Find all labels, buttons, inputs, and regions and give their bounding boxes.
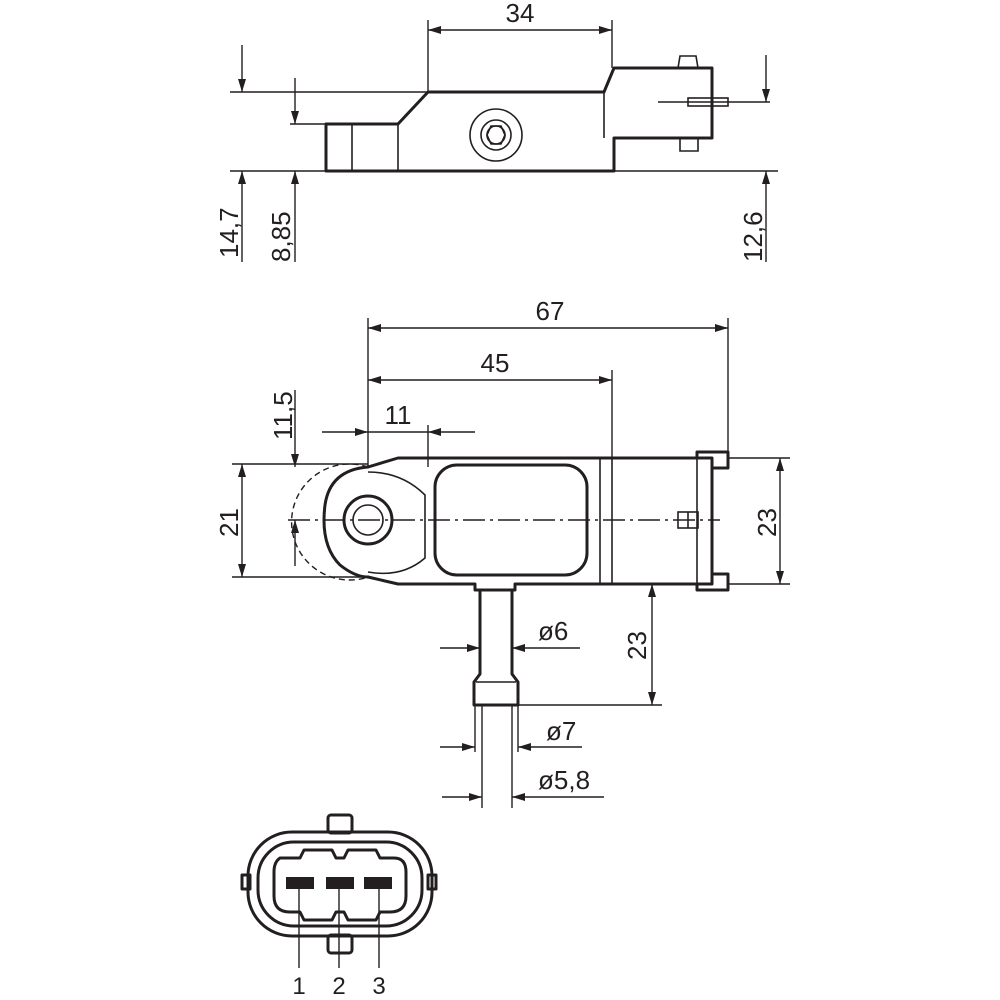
dim-45-label: 45 xyxy=(481,348,510,378)
dim-67-label: 67 xyxy=(536,296,565,326)
dim-21-label: 21 xyxy=(214,508,244,537)
dim-34-label: 34 xyxy=(506,0,535,28)
connector-face: 1 2 3 xyxy=(240,813,438,1000)
top-view: 67 45 11 11,5 21 23 xyxy=(214,296,790,808)
dim-11-label: 11 xyxy=(385,400,412,430)
pin-2-label: 2 xyxy=(332,973,345,1000)
pin-2-contact xyxy=(326,877,354,889)
dim-23-right-label: 23 xyxy=(752,508,782,537)
dim-12-6-label: 12,6 xyxy=(738,211,768,262)
side-view: 34 14,7 8,85 12,6 xyxy=(214,0,778,262)
dim-8-85-label: 8,85 xyxy=(266,211,296,262)
dim-dia-5-8-label: ø5,8 xyxy=(538,765,590,795)
pin-1-label: 1 xyxy=(292,973,305,1000)
dim-11-5-label: 11,5 xyxy=(268,391,298,440)
pin-3-contact xyxy=(364,877,392,889)
dim-23-pipe-label: 23 xyxy=(622,631,652,660)
pin-3-label: 3 xyxy=(372,973,385,1000)
dim-14-7-label: 14,7 xyxy=(214,207,244,258)
dim-dia-6-label: ø6 xyxy=(538,616,568,646)
pin-1-contact xyxy=(286,877,314,889)
dim-dia-7-label: ø7 xyxy=(546,716,576,746)
